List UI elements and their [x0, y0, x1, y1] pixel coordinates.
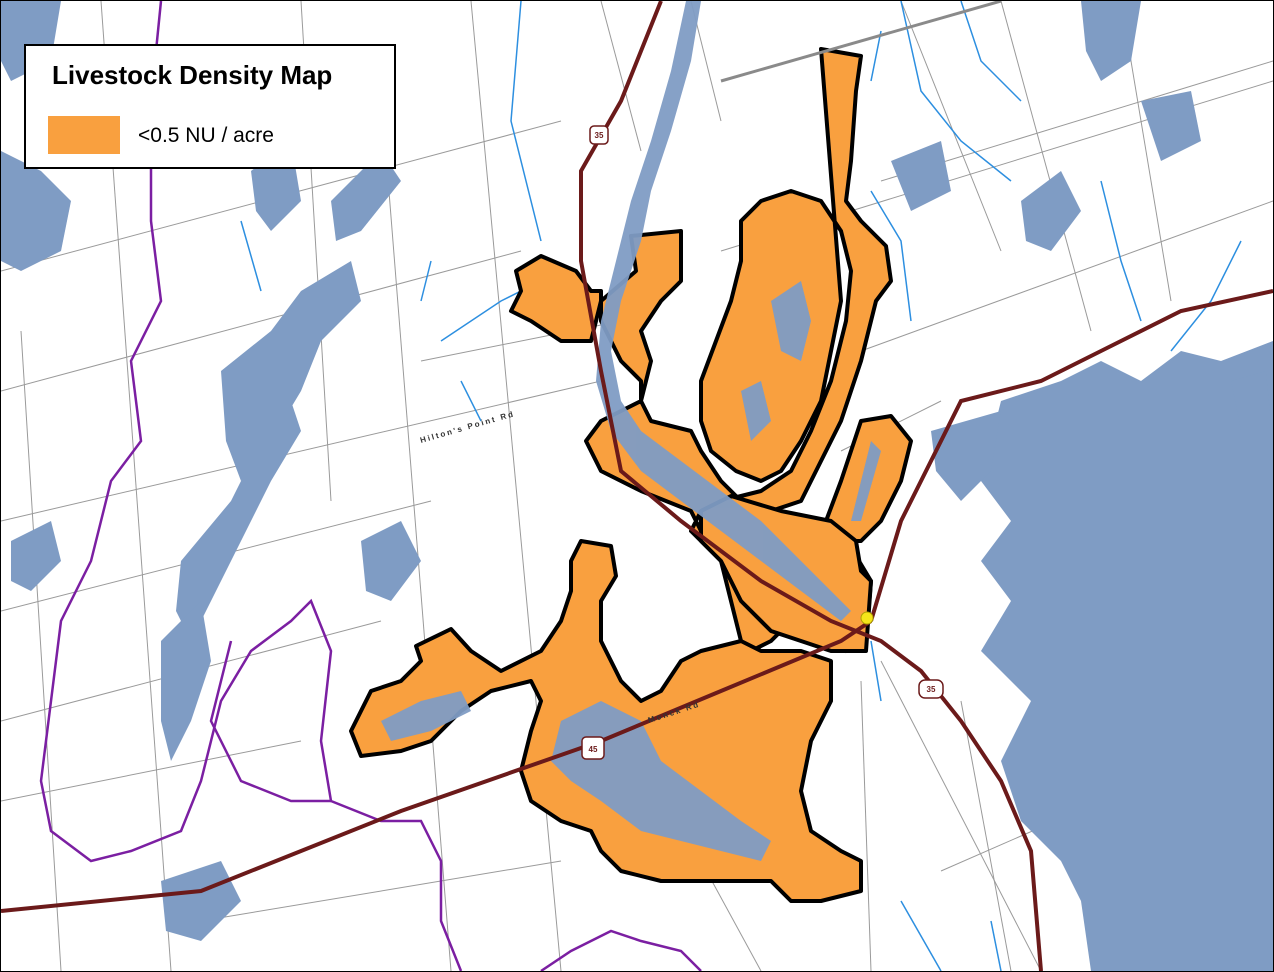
road-line [860, 680, 872, 971]
road-line [880, 60, 1273, 182]
road-label-hiltons-point: Hilton's Point Rd [419, 409, 516, 445]
road-line [380, 90, 452, 971]
watershed-boundary [39, 1, 702, 971]
lake-east [981, 341, 1273, 971]
watershed-line-3 [540, 929, 702, 971]
road-line [600, 1, 642, 152]
wetland-11 [1231, 371, 1271, 431]
road-line [20, 330, 62, 971]
wetland-3 [331, 151, 401, 241]
location-marker[interactable] [860, 611, 874, 625]
stream-line [900, 900, 942, 971]
stream-line [1100, 180, 1142, 322]
highway-shield-35-north: 35 [589, 125, 609, 145]
highway-118 [869, 289, 1273, 622]
lake-west-2 [1, 151, 71, 271]
wetland-9 [11, 521, 61, 591]
stream-line [420, 260, 432, 302]
wetland-2 [161, 601, 211, 761]
wetland-zone-west [381, 691, 471, 741]
highway-shield-35-south: 35 [918, 679, 944, 699]
wetland-5 [1081, 1, 1141, 81]
rail-line [720, 1, 1002, 83]
road-line [1, 740, 302, 802]
stream-line [900, 1, 1012, 182]
watershed-line-2 [209, 640, 331, 803]
road-line [1, 380, 602, 522]
stream-line [1170, 240, 1242, 352]
legend-label: <0.5 NU / acre [138, 124, 274, 147]
shield-label: 35 [595, 131, 604, 140]
wetland-7 [361, 521, 421, 601]
highway-35 [579, 1, 1043, 971]
road-line [200, 860, 562, 922]
stream-line [460, 380, 482, 422]
road-line [860, 200, 1273, 352]
wetland-1 [176, 401, 301, 641]
stream-line [870, 30, 882, 82]
lake-east-arm [931, 411, 1001, 501]
lake-in-zone-2 [741, 381, 771, 441]
stream-line [870, 190, 912, 322]
highway-shield-45: 45 [581, 736, 605, 760]
stream-line [240, 220, 262, 292]
streams [240, 1, 1242, 971]
wetland-12 [1141, 91, 1201, 161]
road-line [880, 660, 1042, 971]
density-zone-north [509, 47, 893, 653]
road-line [960, 700, 1012, 971]
road-line [900, 1, 1002, 252]
legend-title: Livestock Density Map [52, 60, 333, 90]
shield-label: 45 [589, 745, 598, 754]
road-line [1, 250, 522, 392]
stream-line [960, 1, 1022, 102]
stream-line [510, 1, 542, 242]
legend-swatch [48, 116, 120, 154]
stream-line [990, 920, 1002, 971]
road-line [470, 1, 562, 971]
stream-line [870, 640, 882, 702]
river-channel [596, 1, 851, 621]
creek-zone-finger [851, 441, 881, 521]
wetland-10 [891, 141, 951, 211]
map-legend: Livestock Density Map <0.5 NU / acre [24, 44, 396, 169]
wetland-4 [1021, 171, 1081, 251]
wetland-6 [161, 861, 241, 941]
road-line [1000, 1, 1092, 332]
shield-label: 35 [927, 685, 936, 694]
lake-in-zone [771, 281, 811, 361]
lake-west-1 [221, 261, 361, 481]
watershed-line-1 [39, 1, 463, 971]
